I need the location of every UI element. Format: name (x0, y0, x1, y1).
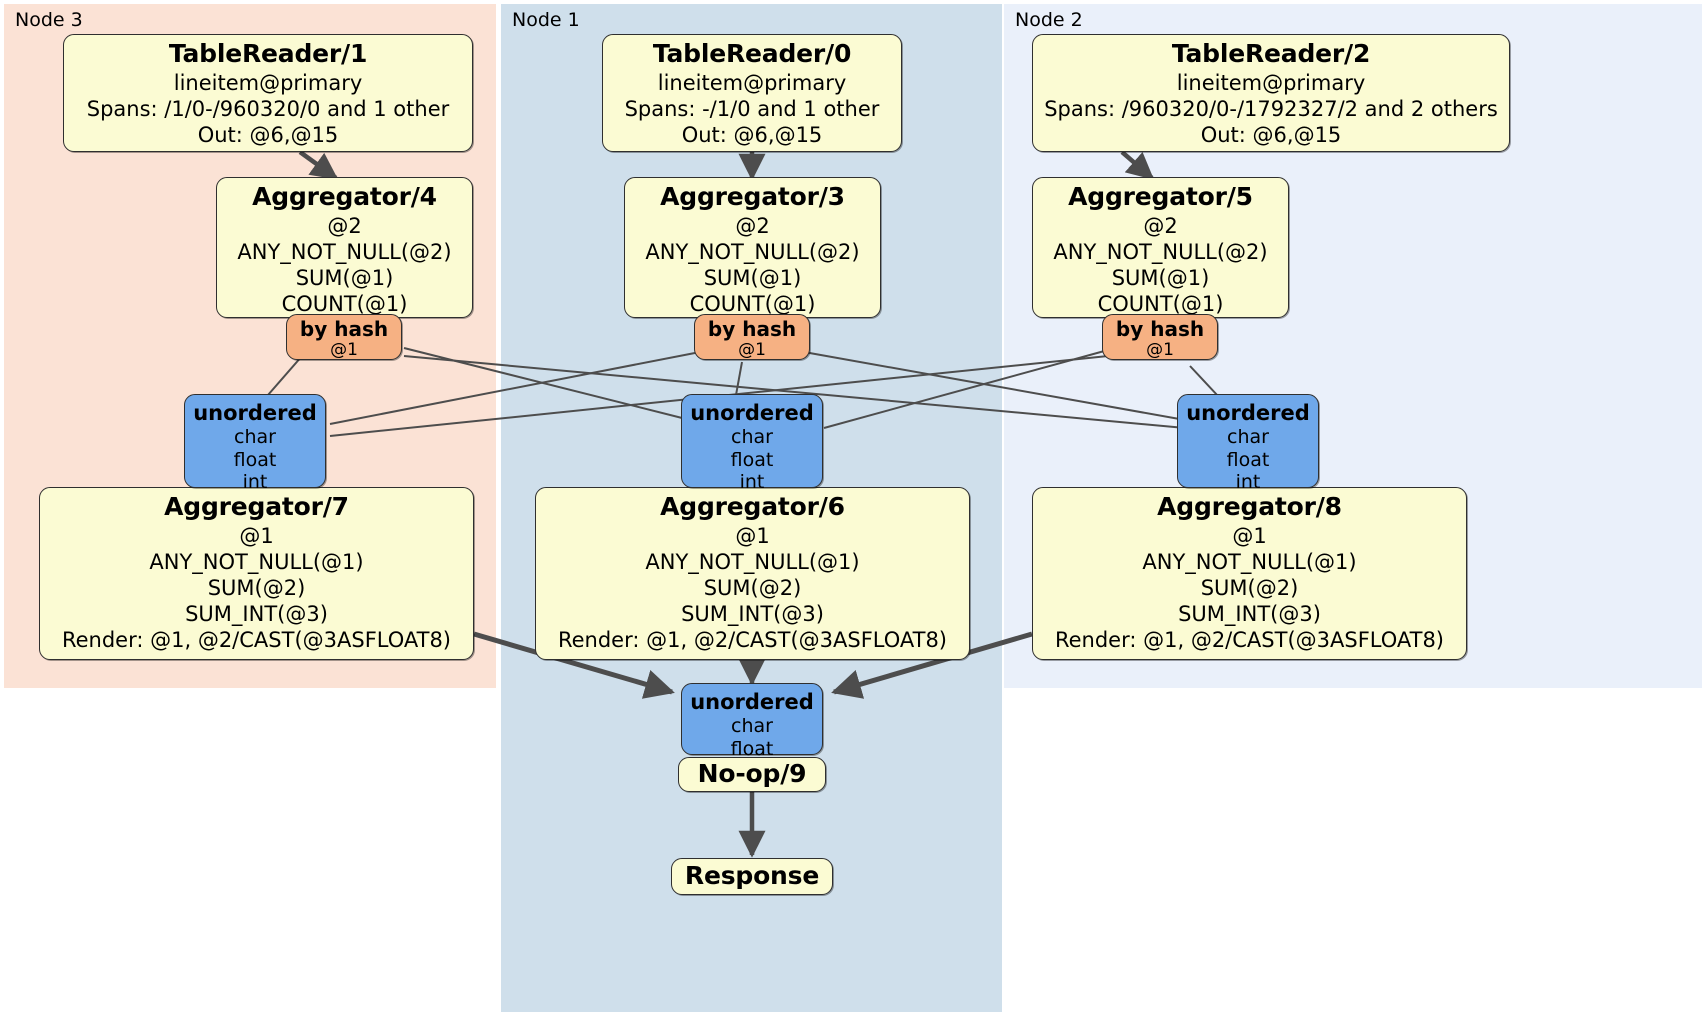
processor-detail: @2 (735, 213, 770, 238)
processor-detail: lineitem@primary (1176, 70, 1366, 95)
synchronizer-detail: int (739, 471, 765, 493)
synchronizer-box-middle[interactable]: unordered char float int (681, 394, 823, 493)
router-title: by hash (1115, 317, 1205, 341)
processor-detail: SUM_INT(@3) (681, 601, 824, 626)
synchronizer-detail: float (233, 448, 277, 471)
processor-box-response[interactable]: Response (671, 858, 833, 895)
synchronizer-detail: char (1227, 426, 1269, 449)
processor-title: Aggregator/5 (1068, 182, 1253, 211)
processor-detail: @1 (1232, 523, 1267, 548)
processor-detail: ANY_NOT_NULL(@2) (237, 239, 452, 264)
processor-detail: SUM(@2) (207, 575, 306, 600)
processor-box-tablereader2[interactable]: TableReader/2 lineitem@primary Spans: /9… (1032, 34, 1510, 152)
processor-detail: @1 (735, 523, 770, 548)
processor-title: TableReader/0 (652, 39, 852, 68)
processor-box-aggregator7[interactable]: Aggregator/7 @1 ANY_NOT_NULL(@1) SUM(@2)… (39, 487, 474, 660)
synchronizer-detail: float (1226, 448, 1270, 471)
processor-detail: Spans: /960320/0-/1792327/2 and 2 others (1044, 96, 1498, 121)
processor-detail: Out: @6,@15 (197, 122, 339, 147)
processor-detail: SUM(@1) (703, 265, 802, 290)
processor-detail: COUNT(@1) (1097, 291, 1224, 316)
processor-detail: @2 (1143, 213, 1178, 238)
synchronizer-detail: char (234, 426, 276, 449)
synchronizer-detail: int (242, 471, 268, 493)
processor-detail: Render: @1, @2/CAST(@3ASFLOAT8) (1054, 627, 1445, 652)
synchronizer-title: unordered (690, 690, 814, 714)
processor-box-aggregator5[interactable]: Aggregator/5 @2 ANY_NOT_NULL(@2) SUM(@1)… (1032, 177, 1289, 318)
processor-title: Aggregator/4 (252, 182, 437, 211)
processor-detail: ANY_NOT_NULL(@1) (1142, 549, 1357, 574)
processor-detail: lineitem@primary (657, 70, 847, 95)
node-panel-label-node3: Node 3 (15, 9, 83, 31)
router-detail: @1 (738, 340, 766, 360)
synchronizer-detail: int (1235, 471, 1261, 493)
node-panel-label-node2: Node 2 (1015, 9, 1083, 31)
processor-detail: Spans: /1/0-/960320/0 and 1 other (86, 96, 450, 121)
processor-detail: SUM(@1) (1111, 265, 1210, 290)
processor-detail: Out: @6,@15 (681, 122, 823, 147)
synchronizer-title: unordered (1186, 401, 1310, 425)
processor-title: Aggregator/3 (660, 182, 845, 211)
processor-detail: Render: @1, @2/CAST(@3ASFLOAT8) (557, 627, 948, 652)
processor-detail: SUM(@2) (703, 575, 802, 600)
processor-title: TableReader/1 (168, 39, 368, 68)
router-detail: @1 (330, 340, 358, 360)
processor-detail: SUM_INT(@3) (1178, 601, 1321, 626)
processor-detail: SUM_INT(@3) (185, 601, 328, 626)
synchronizer-detail: float (730, 737, 774, 760)
synchronizer-detail: float (730, 448, 774, 471)
node-panel-label-node1: Node 1 (512, 9, 580, 31)
processor-title: TableReader/2 (1171, 39, 1371, 68)
synchronizer-box-final[interactable]: unordered char float (681, 683, 823, 760)
processor-box-aggregator3[interactable]: Aggregator/3 @2 ANY_NOT_NULL(@2) SUM(@1)… (624, 177, 881, 318)
processor-detail: SUM(@1) (295, 265, 394, 290)
processor-detail: ANY_NOT_NULL(@2) (645, 239, 860, 264)
processor-title: Response (684, 861, 820, 891)
processor-box-aggregator4[interactable]: Aggregator/4 @2 ANY_NOT_NULL(@2) SUM(@1)… (216, 177, 473, 318)
synchronizer-detail: char (731, 426, 773, 449)
processor-detail: COUNT(@1) (689, 291, 816, 316)
processor-title: Aggregator/6 (660, 492, 845, 521)
processor-detail: @2 (327, 213, 362, 238)
processor-detail: ANY_NOT_NULL(@2) (1053, 239, 1268, 264)
synchronizer-box-left[interactable]: unordered char float int (184, 394, 326, 493)
processor-box-tablereader1[interactable]: TableReader/1 lineitem@primary Spans: /1… (63, 34, 473, 152)
processor-detail: ANY_NOT_NULL(@1) (645, 549, 860, 574)
processor-detail: lineitem@primary (173, 70, 363, 95)
synchronizer-box-right[interactable]: unordered char float int (1177, 394, 1319, 493)
processor-box-tablereader0[interactable]: TableReader/0 lineitem@primary Spans: -/… (602, 34, 902, 152)
processor-detail: ANY_NOT_NULL(@1) (149, 549, 364, 574)
router-title: by hash (299, 317, 389, 341)
processor-title: Aggregator/7 (164, 492, 349, 521)
processor-detail: Render: @1, @2/CAST(@3ASFLOAT8) (61, 627, 452, 652)
router-box-by-hash-right[interactable]: by hash @1 (1102, 314, 1218, 360)
processor-detail: COUNT(@1) (281, 291, 408, 316)
processor-box-aggregator6[interactable]: Aggregator/6 @1 ANY_NOT_NULL(@1) SUM(@2)… (535, 487, 970, 660)
processor-detail: Out: @6,@15 (1200, 122, 1342, 147)
synchronizer-title: unordered (193, 401, 317, 425)
processor-detail: Spans: -/1/0 and 1 other (624, 96, 880, 121)
processor-box-noop9[interactable]: No-op/9 (678, 757, 826, 792)
processor-box-aggregator8[interactable]: Aggregator/8 @1 ANY_NOT_NULL(@1) SUM(@2)… (1032, 487, 1467, 660)
processor-detail: @1 (239, 523, 274, 548)
router-title: by hash (707, 317, 797, 341)
router-box-by-hash-left[interactable]: by hash @1 (286, 314, 402, 360)
synchronizer-title: unordered (690, 401, 814, 425)
synchronizer-detail: char (731, 715, 773, 738)
processor-detail: SUM(@2) (1200, 575, 1299, 600)
router-detail: @1 (1146, 340, 1174, 360)
processor-title: Aggregator/8 (1157, 492, 1342, 521)
processor-title: No-op/9 (697, 759, 807, 789)
router-box-by-hash-middle[interactable]: by hash @1 (694, 314, 810, 360)
